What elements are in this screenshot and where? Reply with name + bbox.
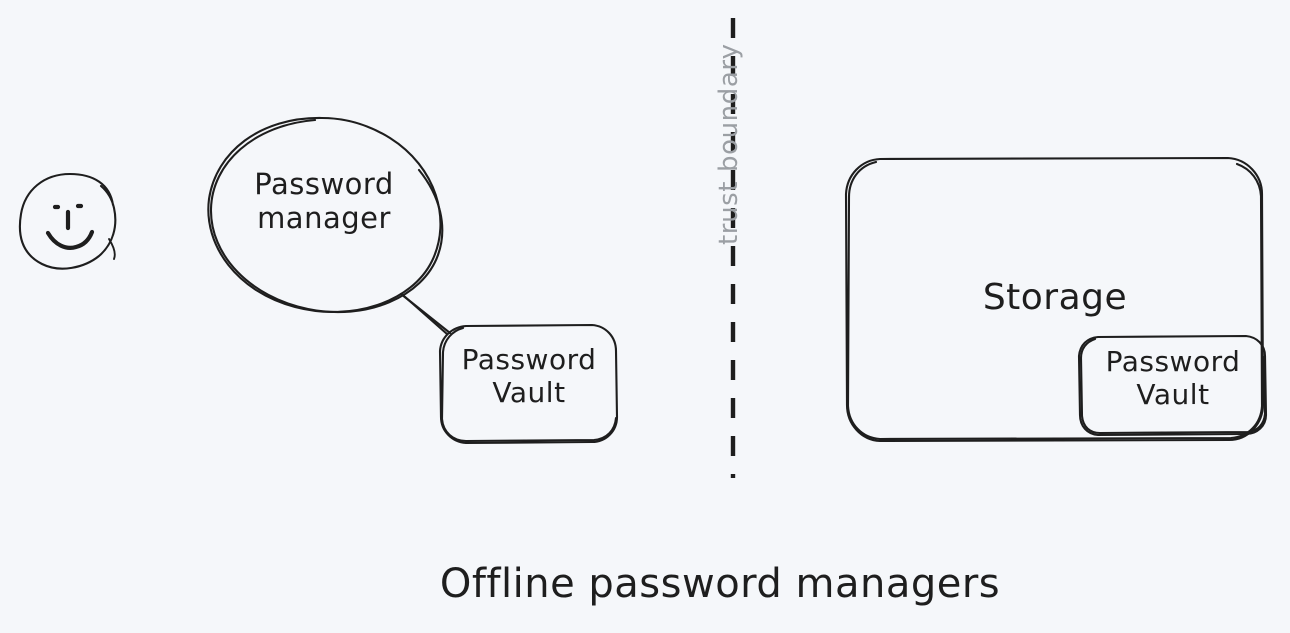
password-vault-storage-label: Password Vault <box>1105 345 1241 412</box>
password-vault-storage-shape[interactable] <box>1077 334 1268 437</box>
password-vault-client-shape[interactable] <box>438 323 619 445</box>
password-vault-client-label: Password Vault <box>461 343 597 410</box>
storage-label: Storage <box>982 277 1128 318</box>
password-manager-shape[interactable] <box>207 116 444 314</box>
diagram-caption: Offline password managers <box>439 561 1001 607</box>
connector-manager-to-vault <box>399 292 452 336</box>
storage-shape[interactable] <box>844 156 1265 443</box>
password-manager-label: Password manager <box>254 167 394 236</box>
trust-boundary-label: trust boundary <box>714 43 744 245</box>
smiley-face-icon <box>18 172 117 270</box>
